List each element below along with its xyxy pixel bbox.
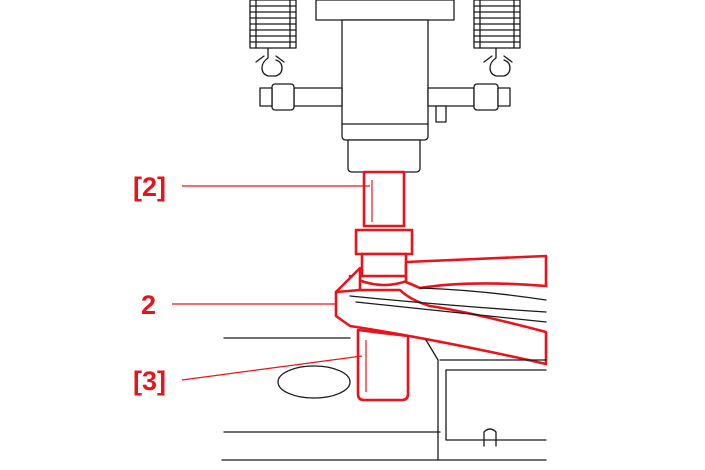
callout-label-top: [2]: [133, 172, 166, 202]
callout-label-bottom: [3]: [133, 366, 166, 396]
lower-pin-3: [356, 328, 410, 402]
ram-upper: [348, 170, 420, 287]
press-head: [259, 0, 511, 173]
left-spring: [249, 0, 297, 77]
right-spring: [473, 0, 521, 77]
press-bed: [221, 337, 547, 461]
callout-label-middle: 2: [141, 290, 156, 320]
leader-line-bottom: [181, 355, 363, 381]
